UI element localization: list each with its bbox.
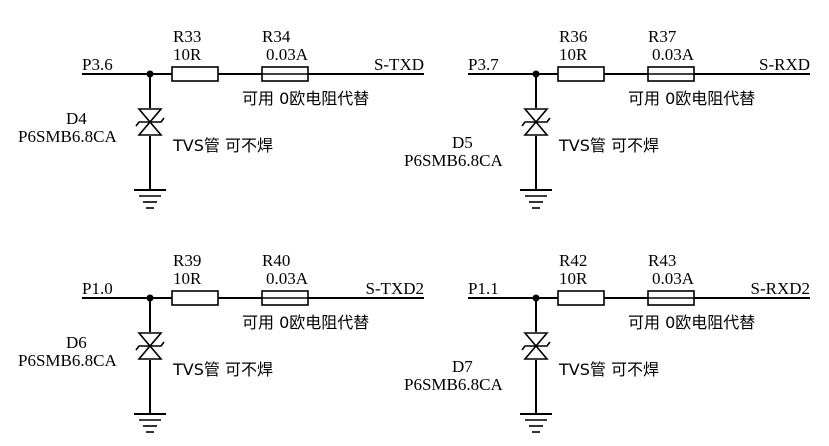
tvs-upper-triangle: [137, 332, 163, 348]
tvs-note: TVS管 可不焊: [172, 136, 273, 155]
fuse-ref: R40: [262, 251, 290, 270]
port-label: P1.0: [82, 279, 113, 298]
resistor-value: 10R: [173, 269, 202, 288]
port-label: P3.7: [468, 55, 499, 74]
ground-icon: [134, 413, 166, 433]
tvs-note: TVS管 可不焊: [172, 360, 273, 379]
tvs-diode-symbol: [135, 108, 165, 136]
tvs-lower-triangle: [523, 120, 549, 136]
tvs-bar: [521, 341, 551, 351]
fuse-value: 0.03A: [652, 45, 695, 64]
fuse-note: 可用 0欧电阻代替: [628, 89, 755, 108]
tvs-upper-triangle: [523, 108, 549, 124]
tvs-upper-triangle: [137, 108, 163, 124]
tvs-part: P6SMB6.8CA: [18, 127, 117, 146]
tvs-lower-triangle: [137, 344, 163, 360]
resistor-symbol: [557, 290, 605, 306]
tvs-diode-symbol: [521, 108, 551, 136]
resistor-ref: R42: [559, 251, 587, 270]
tvs-diode-symbol: [135, 332, 165, 360]
fuse-note: 可用 0欧电阻代替: [628, 313, 755, 332]
signal-label: S-RXD2: [750, 279, 810, 298]
fuse-value: 0.03A: [266, 269, 309, 288]
resistor-ref: R36: [559, 27, 587, 46]
tvs-bar: [135, 341, 165, 351]
tvs-diode-symbol: [521, 332, 551, 360]
tvs-note: TVS管 可不焊: [558, 360, 659, 379]
tvs-upper-triangle: [523, 332, 549, 348]
port-label: P1.1: [468, 279, 499, 298]
ground-icon: [520, 413, 552, 433]
tvs-ref: D5: [452, 133, 473, 152]
resistor-ref: R39: [173, 251, 201, 270]
tvs-bar: [521, 117, 551, 127]
tvs-ref: D4: [66, 109, 87, 128]
signal-label: S-RXD: [759, 55, 810, 74]
signal-label: S-TXD2: [365, 279, 424, 298]
fuse-value: 0.03A: [652, 269, 695, 288]
fuse-ref: R43: [648, 251, 676, 270]
tvs-part: P6SMB6.8CA: [18, 351, 117, 370]
fuse-ref: R34: [262, 27, 291, 46]
resistor-symbol: [171, 290, 219, 306]
ground-icon: [520, 189, 552, 209]
resistor-value: 10R: [559, 45, 588, 64]
fuse-note: 可用 0欧电阻代替: [242, 89, 369, 108]
resistor-symbol: [171, 66, 219, 82]
tvs-part: P6SMB6.8CA: [404, 375, 503, 394]
ground-icon: [134, 189, 166, 209]
tvs-part: P6SMB6.8CA: [404, 151, 503, 170]
fuse-value: 0.03A: [266, 45, 309, 64]
tvs-bar: [135, 117, 165, 127]
tvs-ref: D7: [452, 357, 473, 376]
resistor-ref: R33: [173, 27, 201, 46]
resistor-symbol: [557, 66, 605, 82]
fuse-note: 可用 0欧电阻代替: [242, 313, 369, 332]
signal-label: S-TXD: [374, 55, 424, 74]
tvs-lower-triangle: [137, 120, 163, 136]
resistor-value: 10R: [559, 269, 588, 288]
tvs-lower-triangle: [523, 344, 549, 360]
resistor-value: 10R: [173, 45, 202, 64]
tvs-ref: D6: [66, 333, 87, 352]
port-label: P3.6: [82, 55, 113, 74]
fuse-ref: R37: [648, 27, 677, 46]
tvs-note: TVS管 可不焊: [558, 136, 659, 155]
